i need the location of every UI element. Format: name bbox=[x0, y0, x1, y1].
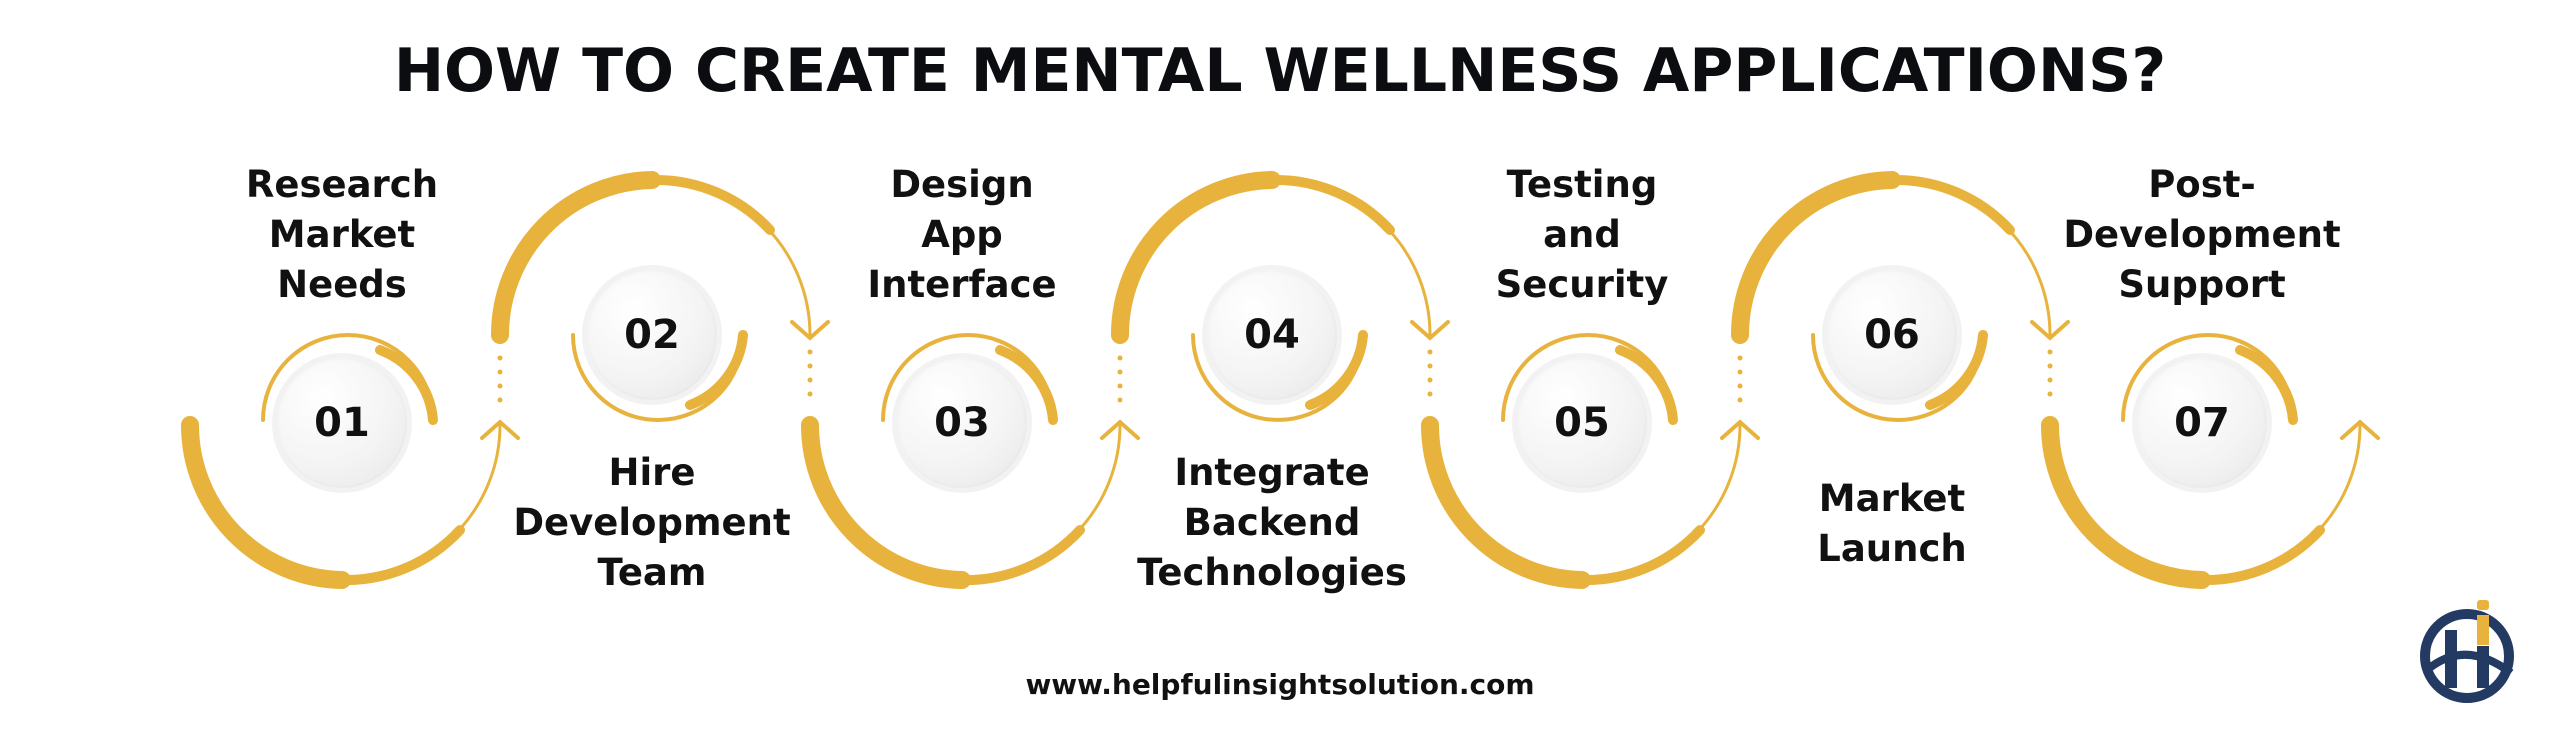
step-03-label-line: Interface bbox=[867, 263, 1057, 306]
step-07-label: Post- Development Support bbox=[2052, 160, 2352, 310]
step-03-label-line: App bbox=[921, 213, 1003, 256]
step-02-label-line: Hire bbox=[608, 451, 696, 494]
step-06-label: Market Launch bbox=[1742, 474, 2042, 574]
step-01-label: Research Market Needs bbox=[192, 160, 492, 310]
step-02-label-line: Development bbox=[513, 501, 791, 544]
step-05-arc bbox=[1421, 333, 1760, 589]
step-07-label-line: Post- bbox=[2148, 163, 2256, 206]
step-07-arc bbox=[2041, 333, 2380, 589]
step-04-label: Integrate Backend Technologies bbox=[1122, 448, 1422, 598]
step-03-arc bbox=[801, 333, 1140, 589]
step-05-label-line: Security bbox=[1495, 263, 1669, 306]
step-02-label-line: Team bbox=[597, 551, 707, 594]
step-03-label: Design App Interface bbox=[812, 160, 1112, 310]
step-07-label-line: Development bbox=[2063, 213, 2341, 256]
step-06-label-line: Market bbox=[1818, 477, 1966, 520]
step-03-label-line: Design bbox=[890, 163, 1034, 206]
hi-logo-icon bbox=[2420, 600, 2514, 703]
step-04-label-line: Backend bbox=[1183, 501, 1361, 544]
step-07-number: 07 bbox=[2137, 358, 2267, 488]
step-01-label-line: Needs bbox=[277, 263, 407, 306]
step-05-label: Testing and Security bbox=[1432, 160, 1732, 310]
step-01-label-line: Research bbox=[245, 163, 439, 206]
step-03-number: 03 bbox=[897, 358, 1027, 488]
step-05-label-line: Testing bbox=[1506, 163, 1658, 206]
step-07-label-line: Support bbox=[2118, 263, 2286, 306]
step-05-number: 05 bbox=[1517, 358, 1647, 488]
step-04-arc bbox=[1111, 171, 1450, 422]
step-01-arc bbox=[181, 333, 520, 589]
step-01-number: 01 bbox=[277, 358, 407, 488]
step-06-arc bbox=[1731, 171, 2070, 422]
step-04-number: 04 bbox=[1207, 270, 1337, 400]
step-04-label-line: Technologies bbox=[1137, 551, 1407, 594]
website-url: www.helpfulinsightsolution.com bbox=[1025, 668, 1535, 701]
step-04-label-line: Integrate bbox=[1174, 451, 1370, 494]
step-05-label-line: and bbox=[1543, 213, 1621, 256]
step-01-label-line: Market bbox=[268, 213, 416, 256]
step-02-label: Hire Development Team bbox=[502, 448, 802, 598]
page-title: HOW TO CREATE MENTAL WELLNESS APPLICATIO… bbox=[393, 36, 2167, 106]
dotted-connectors bbox=[497, 349, 2053, 403]
step-06-number: 06 bbox=[1827, 270, 1957, 400]
step-02-number: 02 bbox=[587, 270, 717, 400]
step-06-label-line: Launch bbox=[1817, 527, 1967, 570]
step-02-arc bbox=[491, 171, 830, 422]
